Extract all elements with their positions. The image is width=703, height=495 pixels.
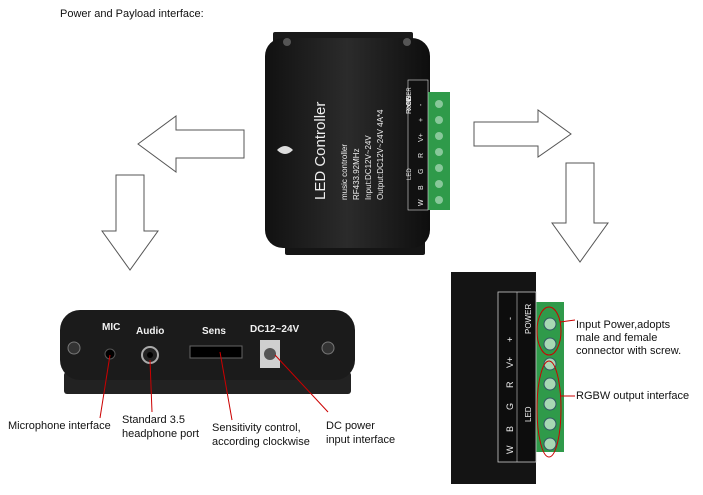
led-label: LED [407,168,413,180]
mic-label: MIC [102,322,120,333]
brand-title: LED Controller [312,102,329,200]
rohs-mark: RoHS [406,95,413,114]
rgbw-caption: RGBW output interface [576,390,690,402]
terminal-label: - [505,317,515,320]
terminal-label: B [418,185,425,190]
terminal-label: W [505,445,515,454]
terminal-label: V+ [505,357,515,368]
down-arrow-icon [551,162,609,263]
sens-caption-line2: according clockwise [212,436,310,448]
power-caption-line2: male and female [576,332,658,344]
sens-caption-line1: Sensitivity control, [212,422,301,434]
terminal-label: W [418,199,425,206]
power-label: POWER [407,87,413,110]
spec-line: Input:DC12V~24V [364,135,373,200]
terminal-label: R [505,381,515,388]
spec-line: music controller [340,144,349,200]
power-caption-line3: connector with screw. [576,345,682,357]
left-arrow-icon [137,115,245,173]
dc-caption-line2: input interface [326,434,396,446]
audio-caption-line1: Standard 3.5 [122,414,185,426]
down-arrow-icon [101,174,159,271]
right-arrow-icon [473,109,572,158]
terminal-label: G [418,169,425,174]
sens-label: Sens [202,326,226,337]
terminal-label: R [418,153,425,158]
ce-mark: CE [406,96,413,106]
spec-line: Output:DC12V~24V 4A*4 [376,109,385,200]
dc-caption-line1: DC power [326,420,375,432]
spec-line: RF433.92MHz [352,148,361,200]
power-label: POWER [524,304,533,334]
side-panel-image: MIC Audio Sens DC12~24V [60,310,355,394]
audio-caption-line2: headphone port [122,428,200,440]
power-caption-line1: Input Power,adopts [576,319,671,331]
page-title: Power and Payload interface: [60,8,204,20]
audio-label: Audio [136,326,164,337]
mic-caption: Microphone interface [8,420,111,432]
terminal-label: G [505,403,515,410]
led-controller-image: LED Controller music controller RF433.92… [265,32,450,255]
terminal-closeup-image: W B G R V+ + - LED POWER [451,272,564,484]
led-label: LED [524,406,533,422]
terminal-label: V+ [418,133,425,142]
music-note-icon [277,146,293,154]
terminal-label: + [505,337,515,342]
terminal-label: + [418,118,425,122]
dc-label: DC12~24V [250,324,300,335]
terminal-label: - [418,103,425,106]
terminal-label: B [505,426,515,432]
